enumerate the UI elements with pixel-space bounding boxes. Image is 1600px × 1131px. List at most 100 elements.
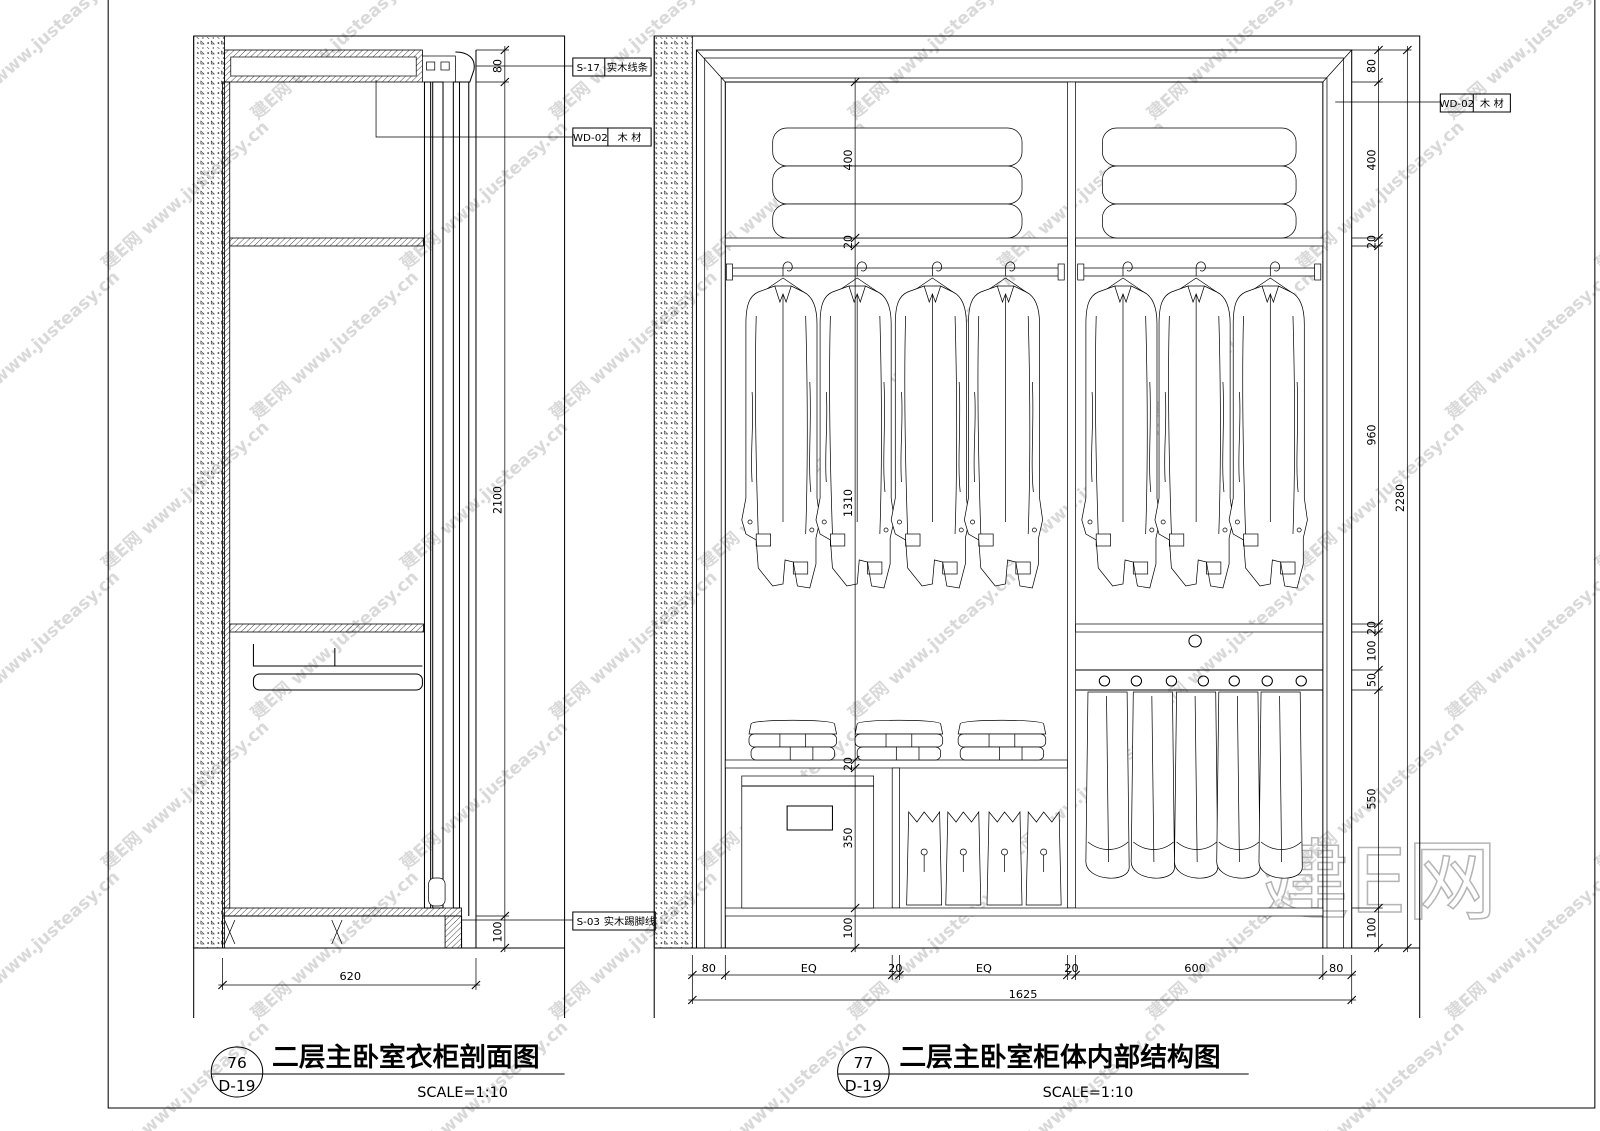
sheet-border bbox=[107, 0, 1596, 1109]
rack-peg bbox=[1261, 675, 1273, 687]
skirting-section bbox=[444, 915, 462, 949]
rack-peg bbox=[1295, 675, 1307, 687]
upper-shelf-right bbox=[1075, 237, 1324, 247]
dimension-ticks bbox=[1374, 45, 1383, 953]
material-code: S-03 bbox=[577, 917, 600, 928]
folded-clothes-stack bbox=[957, 719, 1047, 761]
folded-clothes-stack bbox=[748, 719, 837, 761]
dimension-label: EQ bbox=[801, 962, 817, 975]
sliding-door-inner bbox=[423, 81, 432, 909]
dimension-label: 20 bbox=[1365, 621, 1378, 635]
dimension-label: 600 bbox=[1184, 962, 1206, 975]
title-block-76: 76 D-19 二层主卧室衣柜剖面图 SCALE=1:10 bbox=[210, 1042, 565, 1101]
watermark-text: 建E网 www.justeasy.cn bbox=[844, 567, 1020, 724]
watermark-text: 建E网 www.justeasy.cn bbox=[0, 267, 124, 424]
watermark-text: 建E网 www.justeasy.cn bbox=[1292, 1017, 1468, 1131]
watermark-text: 建E网 www.justeasy.cn bbox=[0, 867, 124, 1024]
dimension-ticks bbox=[687, 970, 1357, 980]
hanging-trousers bbox=[1174, 691, 1219, 879]
callout-wd02: WD-02 木 材 bbox=[375, 80, 652, 147]
watermark-text: 建E网 www.justeasy.cn bbox=[1591, 117, 1600, 274]
rod-bracket bbox=[1314, 263, 1322, 281]
hanging-trousers bbox=[1258, 691, 1303, 879]
material-name: 木 材 bbox=[1480, 97, 1504, 110]
rack-peg bbox=[1098, 675, 1111, 687]
dimension-label: 80 bbox=[1329, 962, 1343, 975]
storage-box-body bbox=[741, 775, 875, 909]
dimension-label: 620 bbox=[339, 970, 361, 983]
bottom-panel bbox=[222, 907, 462, 917]
extension-lines bbox=[691, 955, 1353, 1004]
pants-rack-pegs bbox=[1098, 675, 1307, 687]
dimension-label: 100 bbox=[1365, 641, 1378, 662]
watermark-text: 建E网 www.justeasy.cn bbox=[1143, 0, 1319, 124]
storage-box bbox=[741, 775, 875, 909]
hanging-pants bbox=[1085, 691, 1303, 879]
callout-s17: S-17 实木线条 bbox=[475, 57, 652, 77]
dimension-ticks bbox=[218, 980, 481, 990]
side-frame bbox=[452, 81, 461, 909]
callout-s03: S-03 实木踢脚线 bbox=[461, 911, 656, 931]
callout-box bbox=[1439, 93, 1511, 113]
storage-bag bbox=[945, 811, 982, 906]
hanging-shirts bbox=[741, 261, 1308, 589]
storage-bag bbox=[1025, 811, 1062, 906]
lower-shelf-left bbox=[724, 759, 1068, 769]
dimension-label: 80 bbox=[702, 962, 716, 975]
extension-lines bbox=[475, 49, 509, 949]
watermark-text: 建E网 www.justeasy.cn bbox=[545, 567, 721, 724]
folded-blanket bbox=[1102, 127, 1297, 167]
dimension-horizontal-77: 80 EQ 20 EQ 20 600 80 1625 bbox=[687, 955, 1357, 1005]
watermark-text: 建E网 www.justeasy.cn bbox=[1591, 417, 1600, 574]
track-wheel bbox=[426, 61, 436, 71]
dimension-label: 100 bbox=[1365, 918, 1378, 939]
rod-bracket bbox=[1077, 263, 1085, 281]
dimension-label: 100 bbox=[842, 918, 855, 939]
rack-peg bbox=[1130, 675, 1143, 687]
watermark-text: 建E网 www.justeasy.cn bbox=[1591, 1017, 1600, 1131]
folded-clothes bbox=[748, 719, 1047, 761]
elevation-drawing-77: 400 20 1310 20 350 100 80 400 20 960 20 … bbox=[653, 35, 1511, 1101]
leader-line bbox=[375, 80, 573, 138]
detail-number: 76 bbox=[227, 1054, 247, 1072]
watermark-text: 建E网 www.justeasy.cn bbox=[844, 0, 1020, 124]
shelf-upper bbox=[229, 237, 424, 247]
storage-bag bbox=[906, 811, 943, 906]
lower-divider bbox=[891, 767, 900, 909]
rack-peg bbox=[1165, 675, 1178, 687]
material-code: WD-02 bbox=[1439, 99, 1474, 110]
dimension-label: 100 bbox=[492, 922, 505, 943]
drawing-scale: SCALE=1:10 bbox=[417, 1085, 508, 1101]
watermark-text: 建E网 www.justeasy.cn bbox=[1442, 567, 1600, 724]
watermark-text: 建E网 www.justeasy.cn bbox=[545, 0, 721, 124]
rod-bracket bbox=[1057, 263, 1065, 281]
crown-molding-profile bbox=[455, 51, 475, 83]
folded-blanket bbox=[772, 127, 1023, 167]
drawer-knob bbox=[1188, 634, 1202, 648]
watermark-text: 建E网 www.justeasy.cn bbox=[396, 117, 572, 274]
dimension-ticks bbox=[1402, 45, 1412, 953]
watermark-text: 建E网 www.justeasy.cn bbox=[396, 417, 572, 574]
pull-out-tray bbox=[252, 673, 423, 691]
watermark-text: 建E网 www.justeasy.cn bbox=[545, 267, 721, 424]
crown-molding-inner bbox=[230, 56, 417, 77]
plinth-blocking bbox=[224, 919, 343, 945]
material-code: S-17 bbox=[577, 63, 600, 74]
sheet-reference: D-19 bbox=[218, 1077, 255, 1095]
dimension-label: 2100 bbox=[492, 486, 505, 514]
trim-inner bbox=[724, 81, 1324, 948]
watermark-text: 建E网 www.justeasy.cn bbox=[1292, 117, 1468, 274]
trim-outer bbox=[695, 49, 1353, 948]
upper-shelf-left bbox=[724, 237, 1068, 247]
watermark-text: 建E网 www.justeasy.cn bbox=[0, 0, 124, 124]
hanging-shirt bbox=[741, 261, 821, 589]
watermark-text: 建E网 www.justeasy.cn bbox=[1591, 717, 1600, 874]
material-name: 实木踢脚线 bbox=[604, 915, 655, 928]
sheet-reference: D-19 bbox=[845, 1077, 882, 1095]
dimension-label: 550 bbox=[1365, 789, 1378, 810]
door-roller bbox=[428, 877, 446, 907]
storage-bag bbox=[986, 811, 1023, 906]
trim-line bbox=[704, 57, 1344, 948]
hanging-rod-right bbox=[1079, 267, 1320, 277]
